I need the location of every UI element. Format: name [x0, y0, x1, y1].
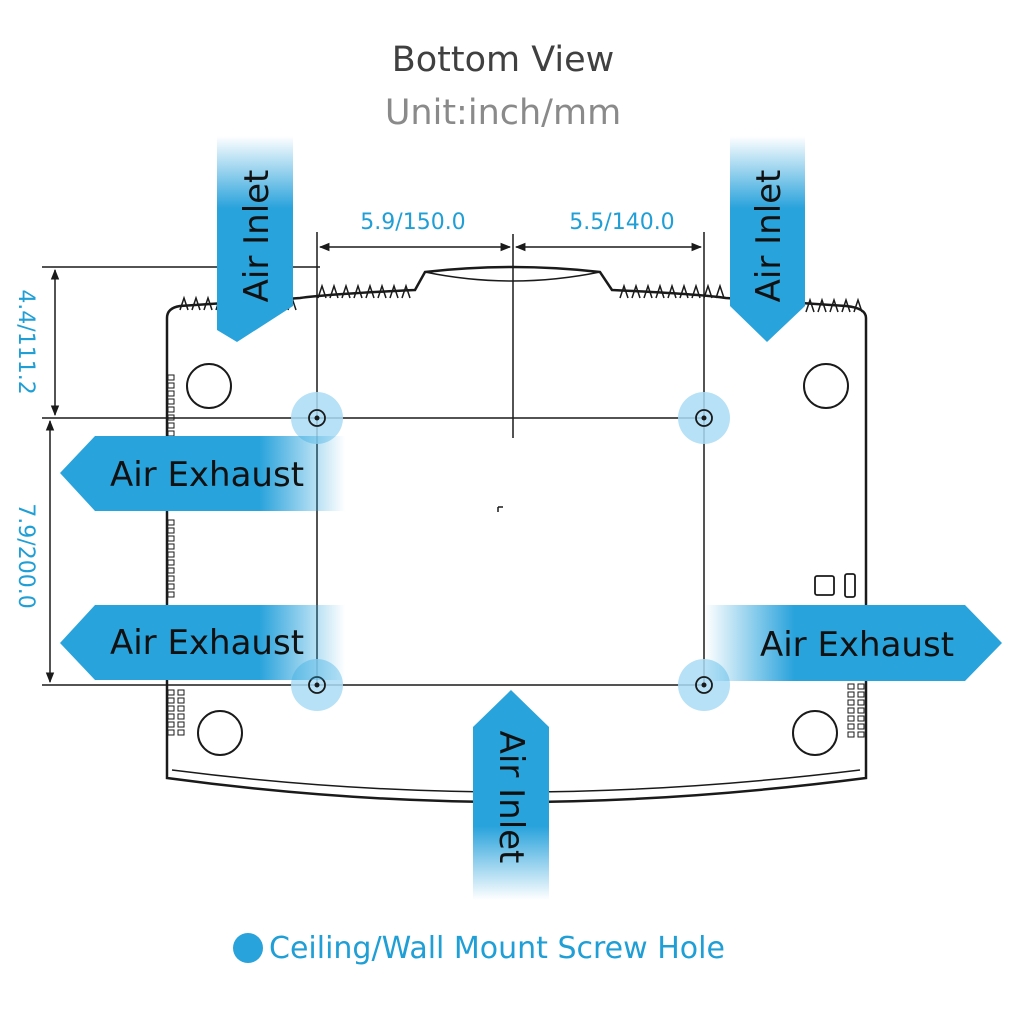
- unit-label: Unit:inch/mm: [385, 93, 621, 133]
- port-slot-icon: [844, 573, 856, 598]
- vent-slot: [167, 721, 175, 728]
- vent-slot: [167, 374, 175, 381]
- vent-slot: [857, 715, 865, 722]
- vent-slot: [847, 731, 855, 738]
- vent-slot: [167, 697, 175, 704]
- air-inlet-arrow-left: Air Inlet: [217, 136, 293, 342]
- arrow-right-icon: [705, 605, 1002, 681]
- dimension-side-top: 4.4/111.2: [13, 289, 38, 394]
- vent-slot: [177, 729, 185, 736]
- air-exhaust-arrow-right: Air Exhaust: [705, 605, 1002, 681]
- air-exhaust-arrow-left-top: Air Exhaust: [60, 436, 345, 511]
- foot-bottom-right: [792, 710, 838, 756]
- vent-slot: [167, 398, 175, 405]
- legend: Ceiling/Wall Mount Screw Hole: [233, 931, 725, 966]
- screw-hole-top-left: [291, 392, 343, 444]
- vent-slot: [167, 689, 175, 696]
- vent-slot: [857, 691, 865, 698]
- vent-slot: [167, 567, 175, 574]
- vent-fin-row: [619, 283, 725, 299]
- vent-slot: [847, 683, 855, 690]
- foot-top-left: [186, 363, 232, 409]
- arrow-left-icon: [60, 605, 345, 680]
- vent-slot: [847, 707, 855, 714]
- vent-slot: [167, 527, 175, 534]
- air-exhaust-label-left-bottom: Air Exhaust: [110, 623, 304, 663]
- air-inlet-label-bottom: Air Inlet: [491, 731, 531, 864]
- foot-bottom-left: [197, 710, 243, 756]
- vent-slot: [167, 559, 175, 566]
- vent-fin-row: [805, 297, 863, 313]
- dimension-top-left: 5.9/150.0: [360, 210, 465, 235]
- screw-holes: [291, 392, 730, 711]
- side-vent-grilles: [167, 374, 865, 738]
- vent-slot: [167, 729, 175, 736]
- vent-slot: [167, 551, 175, 558]
- air-inlet-arrow-bottom: Air Inlet: [473, 690, 549, 900]
- vent-slot: [167, 713, 175, 720]
- vent-slot: [167, 519, 175, 526]
- vent-fin-row: [317, 283, 411, 299]
- vent-slot: [167, 575, 175, 582]
- vent-slot: [847, 699, 855, 706]
- page-title: Bottom View: [392, 40, 615, 80]
- vent-slot: [177, 705, 185, 712]
- vent-slot: [857, 723, 865, 730]
- vent-slot: [167, 705, 175, 712]
- vent-slot: [167, 422, 175, 429]
- vent-slot: [177, 713, 185, 720]
- dimension-side-bottom: 7.9/200.0: [13, 503, 38, 608]
- vent-slot: [167, 583, 175, 590]
- vent-slot: [167, 406, 175, 413]
- vent-slot: [847, 723, 855, 730]
- arrow-up-icon: [473, 690, 549, 900]
- air-exhaust-label-right: Air Exhaust: [760, 625, 954, 665]
- screw-hole-rectangle: [316, 417, 705, 686]
- vent-slot: [847, 715, 855, 722]
- vent-slot: [177, 721, 185, 728]
- vent-slot: [167, 430, 175, 437]
- vent-slot: [167, 591, 175, 598]
- vent-slot: [177, 697, 185, 704]
- screw-hole-legend-icon: [233, 933, 263, 963]
- vent-slot: [847, 691, 855, 698]
- arrow-left-icon: [60, 436, 345, 511]
- screw-hole-top-right: [678, 392, 730, 444]
- vent-slot: [167, 382, 175, 389]
- vent-slot: [167, 390, 175, 397]
- center-mark: [497, 506, 503, 512]
- port-square-icon: [814, 575, 835, 596]
- vent-slot: [167, 543, 175, 550]
- air-exhaust-label-left-top: Air Exhaust: [110, 455, 304, 495]
- dimension-top-right: 5.5/140.0: [569, 210, 674, 235]
- vent-slot: [857, 707, 865, 714]
- air-inlet-arrow-right: Air Inlet: [730, 136, 805, 342]
- projector-feet: [186, 363, 849, 756]
- arrow-down-icon: [217, 136, 293, 342]
- port-icons: [814, 573, 856, 598]
- legend-label: Ceiling/Wall Mount Screw Hole: [269, 931, 725, 966]
- vent-slot: [857, 731, 865, 738]
- vent-slot: [857, 699, 865, 706]
- vent-slot: [167, 535, 175, 542]
- arrow-down-icon: [730, 136, 805, 342]
- air-inlet-label-right: Air Inlet: [749, 170, 789, 303]
- dimension-lines: [42, 232, 705, 686]
- foot-top-right: [803, 363, 849, 409]
- vent-slot: [177, 689, 185, 696]
- air-exhaust-arrow-left-bottom: Air Exhaust: [60, 605, 345, 680]
- air-inlet-label-left: Air Inlet: [237, 170, 277, 303]
- vent-slot: [857, 683, 865, 690]
